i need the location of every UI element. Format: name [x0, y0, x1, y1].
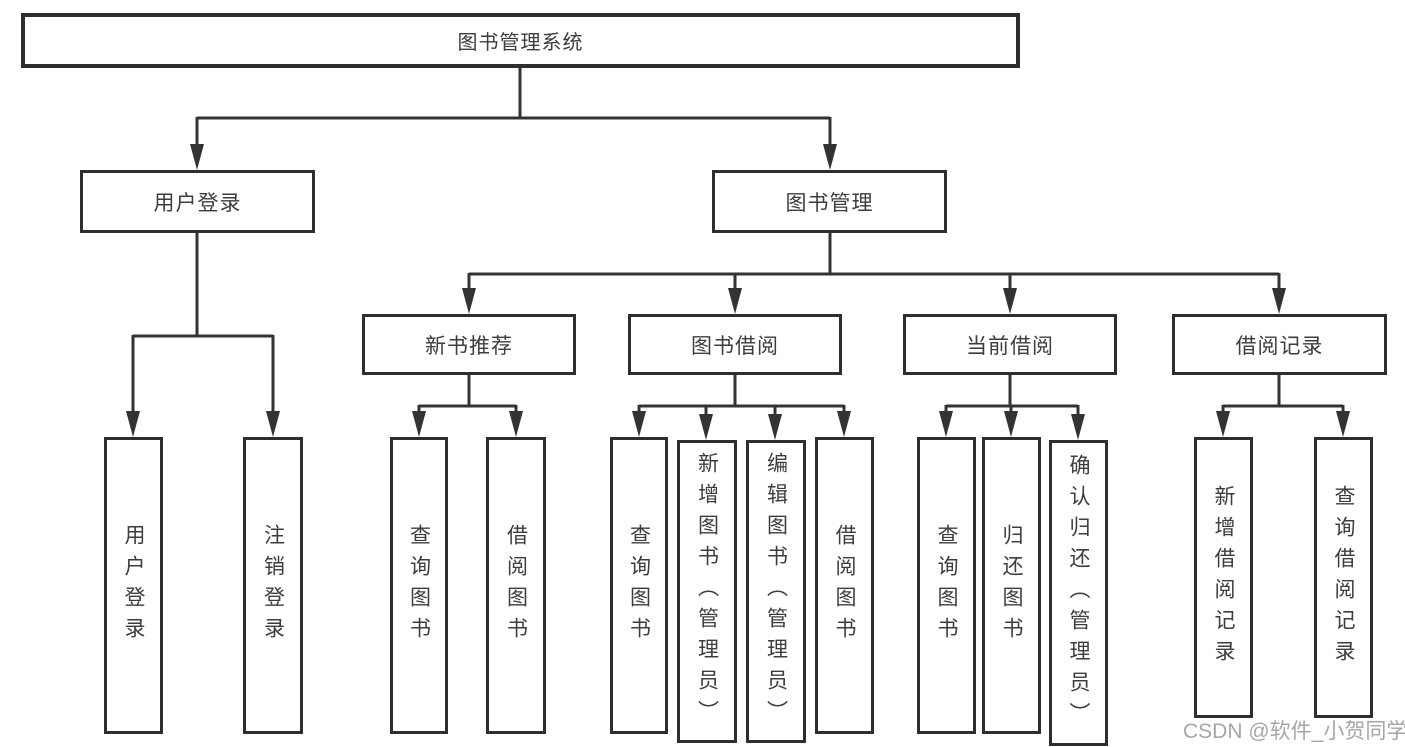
node-user-login: 用户登录 — [80, 170, 315, 233]
node-label: 新增图书（管理员） — [695, 452, 719, 731]
node-borrow-records: 借阅记录 — [1172, 314, 1387, 375]
node-label: 查询图书 — [627, 523, 651, 648]
fork-new-book-recommend — [412, 375, 523, 437]
node-label: 新书推荐 — [425, 334, 513, 358]
node-leaf-query-books-current: 查询图书 — [917, 437, 976, 734]
node-label: 图书管理系统 — [457, 32, 584, 54]
fork-current-borrow — [939, 375, 1085, 440]
node-label: 图书借阅 — [691, 334, 779, 358]
node-label: 确认归还（管理员） — [1067, 453, 1090, 733]
fork-book-borrow — [632, 375, 851, 440]
node-leaf-edit-books-admin: 编辑图书（管理员） — [746, 440, 806, 743]
node-new-book-recommend: 新书推荐 — [362, 314, 576, 375]
node-label: 查询图书 — [407, 523, 431, 648]
node-label: 查询借阅记录 — [1332, 484, 1355, 671]
fork-book-management — [462, 233, 1286, 314]
node-label: 新增借阅记录 — [1212, 484, 1235, 671]
node-current-borrow: 当前借阅 — [903, 314, 1117, 375]
node-label: 图书管理 — [785, 191, 874, 215]
node-label: 注销登录 — [261, 523, 285, 648]
node-book-borrow: 图书借阅 — [628, 314, 842, 375]
node-leaf-borrow-books: 借阅图书 — [815, 437, 874, 734]
node-label: 编辑图书（管理员） — [764, 452, 788, 731]
node-leaf-query-books-borrow: 查询图书 — [610, 437, 668, 734]
fork-borrow-records — [1216, 375, 1350, 437]
node-label: 借阅图书 — [833, 523, 856, 648]
node-label: 查询图书 — [935, 523, 958, 648]
node-leaf-borrow-books-recommend: 借阅图书 — [486, 437, 546, 734]
node-leaf-user-login: 用户登录 — [104, 437, 163, 734]
node-leaf-return-books: 归还图书 — [982, 437, 1041, 734]
node-leaf-confirm-return-admin: 确认归还（管理员） — [1049, 440, 1108, 746]
node-leaf-add-borrow-record: 新增借阅记录 — [1194, 437, 1253, 718]
fork-user-login — [126, 233, 280, 437]
node-library-management-system: 图书管理系统 — [21, 13, 1020, 68]
node-leaf-query-borrow-record: 查询借阅记录 — [1314, 437, 1373, 718]
node-leaf-logout: 注销登录 — [243, 437, 303, 734]
node-leaf-query-books-recommend: 查询图书 — [390, 437, 448, 734]
node-label: 用户登录 — [153, 191, 242, 215]
node-book-management: 图书管理 — [712, 170, 947, 233]
node-label: 归还图书 — [1000, 523, 1023, 648]
node-label: 借阅记录 — [1235, 334, 1324, 358]
node-label: 借阅图书 — [504, 523, 528, 648]
csdn-watermark: CSDN @软件_小贺同学 — [1183, 720, 1405, 743]
node-label: 当前借阅 — [966, 334, 1054, 358]
node-label: 用户登录 — [122, 523, 145, 648]
fork-root — [190, 68, 837, 170]
node-leaf-add-books-admin: 新增图书（管理员） — [677, 440, 737, 743]
